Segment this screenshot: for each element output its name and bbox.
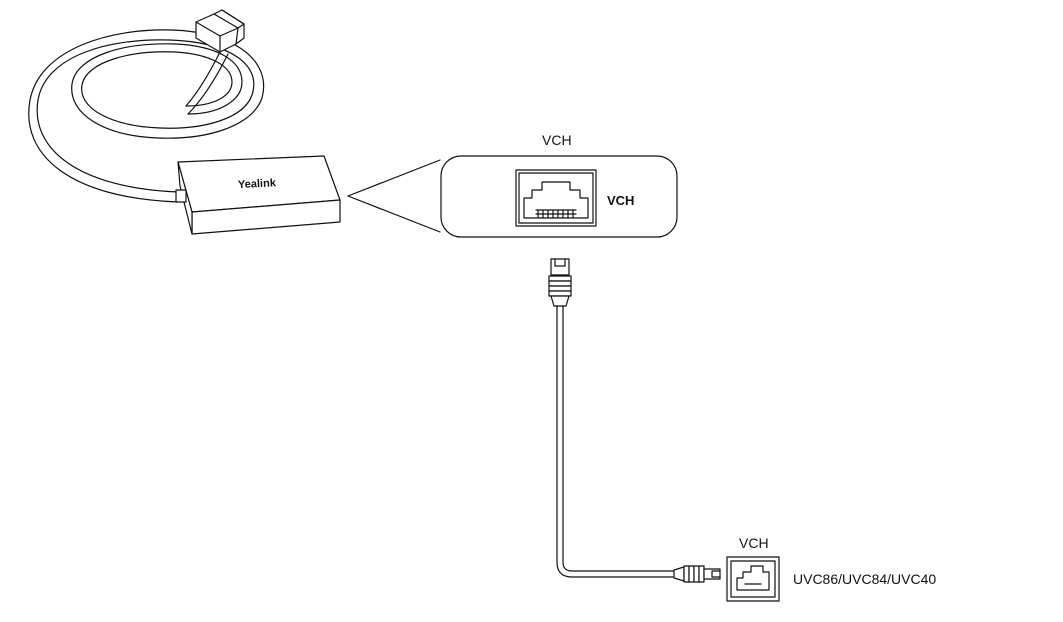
usb-cable-coil — [28, 29, 265, 203]
rj45-plug-bottom — [673, 565, 721, 583]
camera-port-label: VCH — [739, 535, 769, 551]
camera-port: VCH UVC86/UVC84/UVC40 — [726, 535, 936, 602]
ethernet-cable — [548, 258, 721, 583]
callout-top-label: VCH — [542, 132, 572, 148]
camera-model-label: UVC86/UVC84/UVC40 — [793, 571, 936, 587]
hub-brand-label: Yealink — [238, 177, 277, 191]
usb-plug — [195, 9, 245, 53]
callout-pointer — [347, 159, 441, 233]
callout-box: VCH VCH — [440, 132, 678, 238]
vch-port-icon — [515, 169, 597, 227]
rj45-plug-top — [548, 258, 572, 307]
yealink-hub: Yealink — [175, 155, 341, 235]
callout-port-label: VCH — [607, 193, 634, 208]
